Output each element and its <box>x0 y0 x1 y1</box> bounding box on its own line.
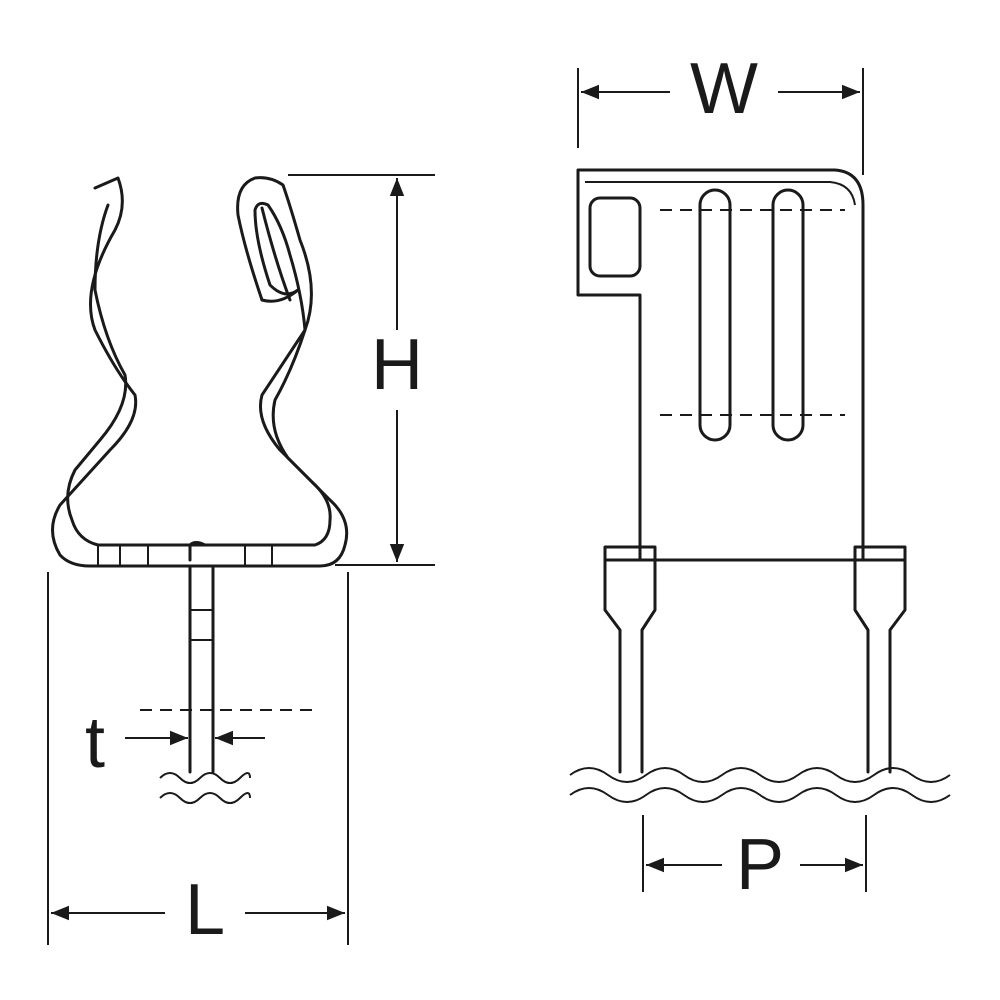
label-l: L <box>185 870 225 950</box>
label-h: H <box>371 325 423 405</box>
leg-left <box>603 545 657 774</box>
slot-left <box>698 188 732 442</box>
clip-outer-outline <box>51 176 349 568</box>
clip-inner-outline <box>66 201 332 547</box>
clip-base-segments <box>97 545 273 566</box>
clip-front-view <box>569 168 951 803</box>
body-top-edge <box>585 181 856 206</box>
clip-side-view <box>51 176 349 804</box>
dimension-h: H <box>288 174 435 566</box>
label-p: P <box>736 825 784 905</box>
label-t: t <box>85 703 105 783</box>
clip-hook-detail <box>260 206 300 303</box>
stem-break-waves <box>159 772 251 804</box>
stem-segments <box>190 609 213 641</box>
leg-right <box>853 545 907 774</box>
dimension-l: L <box>47 572 349 950</box>
dimension-t: t <box>85 703 320 783</box>
slot-right <box>771 188 805 442</box>
side-tab <box>588 196 642 278</box>
dimension-w: W <box>577 49 864 175</box>
pcb-break-waves <box>569 767 951 803</box>
clip-stem <box>188 541 215 774</box>
label-w: W <box>690 49 758 129</box>
dimension-p: P <box>642 815 867 905</box>
clip-body-outline <box>576 168 865 562</box>
